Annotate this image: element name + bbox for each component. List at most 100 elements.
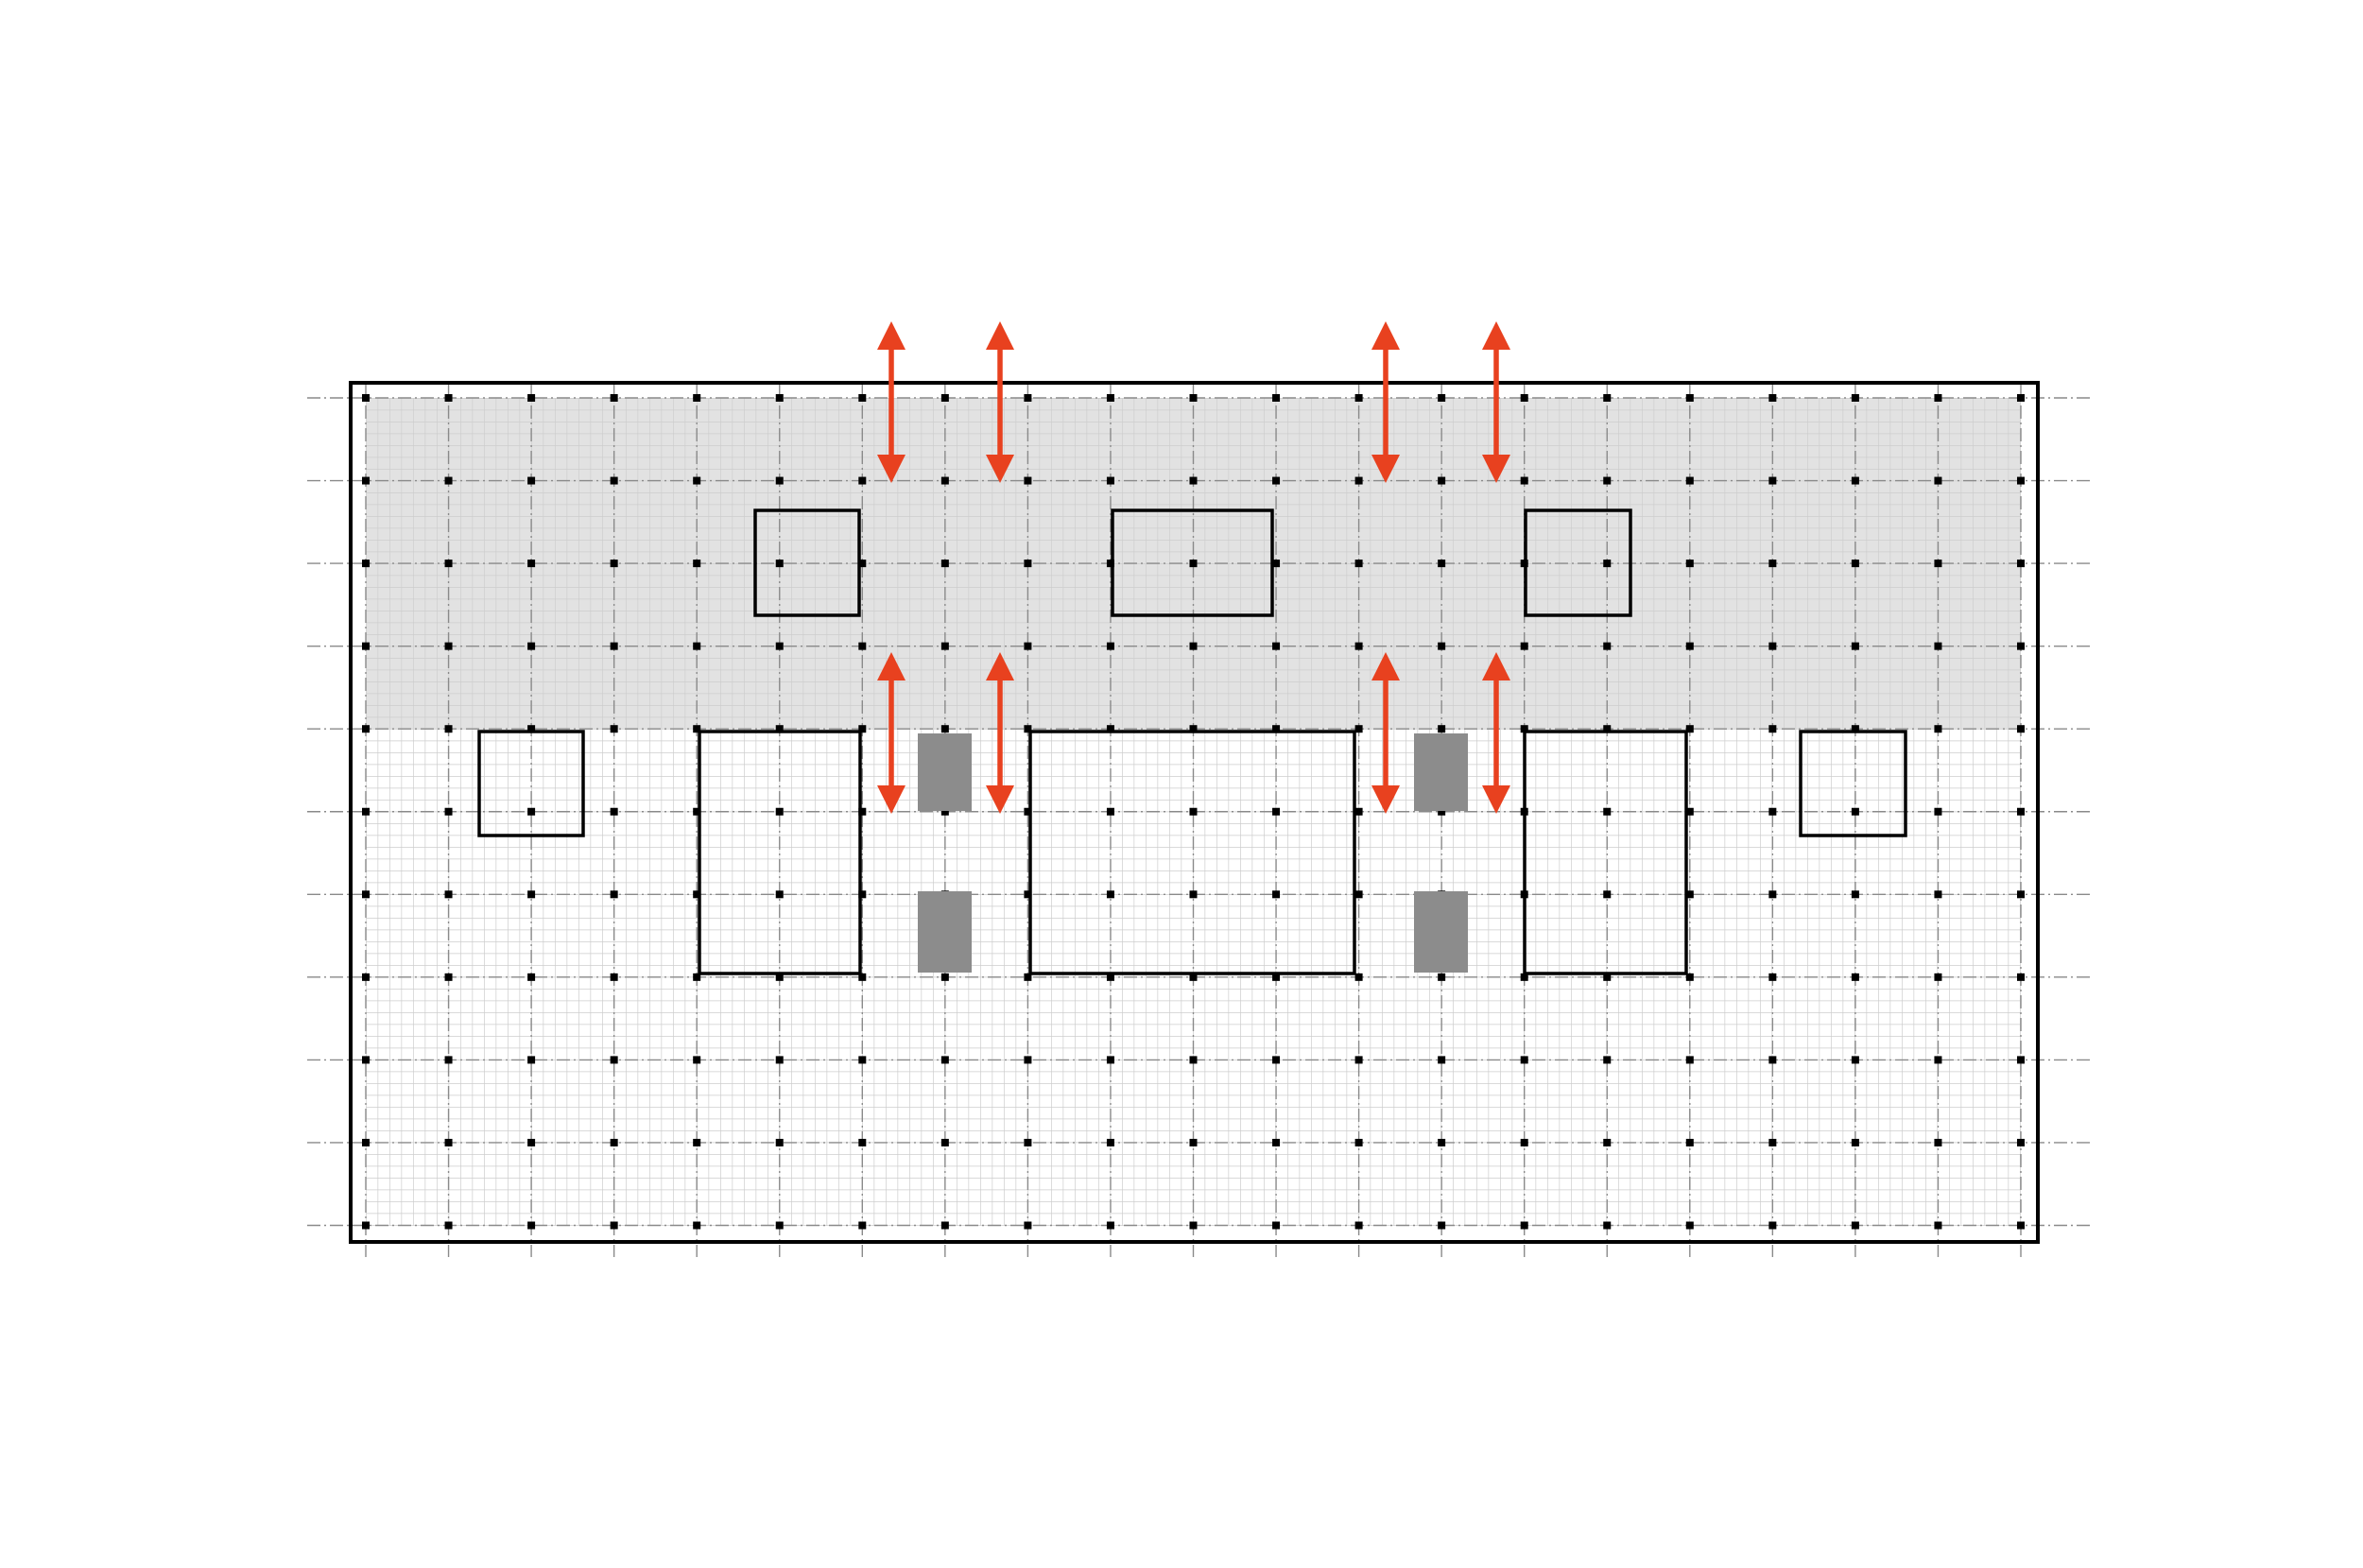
- grid-point: [775, 1221, 784, 1230]
- grid-point: [610, 725, 618, 733]
- grid-point: [775, 807, 784, 816]
- grid-point: [940, 642, 949, 650]
- grid-point: [858, 1056, 867, 1064]
- room-block: [1111, 508, 1274, 617]
- arrow-head-up: [1371, 652, 1400, 681]
- grid-point: [1106, 1138, 1114, 1146]
- grid-point: [444, 973, 453, 981]
- grid-point: [1272, 973, 1281, 981]
- grid-point: [858, 807, 867, 816]
- grid-point: [1354, 1138, 1363, 1146]
- grid-point: [1520, 476, 1528, 485]
- grid-point: [1272, 807, 1281, 816]
- grid-point: [362, 1056, 370, 1064]
- grid-point: [1768, 476, 1777, 485]
- grid-point: [362, 642, 370, 650]
- grid-point: [610, 890, 618, 899]
- grid-point: [527, 1056, 536, 1064]
- grid-point: [1354, 560, 1363, 568]
- grid-point: [1438, 560, 1446, 568]
- grid-point: [1106, 725, 1114, 733]
- grid-point: [1934, 973, 1942, 981]
- grid-point: [1934, 642, 1942, 650]
- grid-point: [527, 476, 536, 485]
- arrow-head-down: [1482, 455, 1510, 483]
- axis-lines: [307, 383, 2091, 1257]
- grid-point: [362, 1138, 370, 1146]
- grid-points: [362, 394, 2025, 1230]
- grid-point: [1024, 1221, 1032, 1230]
- grid-point: [1768, 1056, 1777, 1064]
- grid-point: [1603, 560, 1612, 568]
- double-headed-vertical-arrow-icon: [877, 652, 906, 814]
- grid-point: [858, 973, 867, 981]
- grid-point: [2017, 394, 2025, 402]
- grid-point: [1106, 394, 1114, 402]
- grid-point: [858, 394, 867, 402]
- grid-point: [1354, 476, 1363, 485]
- grid-point: [1520, 1138, 1528, 1146]
- grid-point: [1851, 807, 1859, 816]
- grid-point: [2017, 725, 2025, 733]
- grid-point: [527, 890, 536, 899]
- grid-point: [610, 807, 618, 816]
- grid-point: [1354, 394, 1363, 402]
- grid-point: [1272, 642, 1281, 650]
- arrow-head-up: [1482, 652, 1510, 681]
- arrow-head-up: [1482, 321, 1510, 350]
- double-headed-vertical-arrow-icon: [1371, 321, 1400, 483]
- grid-point: [1685, 890, 1694, 899]
- grid-point: [362, 476, 370, 485]
- grid-point: [1189, 1056, 1198, 1064]
- grid-point: [1934, 394, 1942, 402]
- grid-point: [1851, 394, 1859, 402]
- grid-point: [693, 725, 701, 733]
- grid-point: [693, 394, 701, 402]
- grid-point: [1106, 560, 1114, 568]
- grid-point: [1851, 973, 1859, 981]
- arrow-head-up: [877, 321, 906, 350]
- grid-point: [693, 890, 701, 899]
- grid-point: [1024, 1056, 1032, 1064]
- grid-point: [1685, 725, 1694, 733]
- grid-point: [1603, 725, 1612, 733]
- grid-point: [1851, 1056, 1859, 1064]
- grid-point: [610, 1221, 618, 1230]
- grid-point: [1768, 394, 1777, 402]
- grid-point: [1438, 476, 1446, 485]
- grid-point: [1685, 1221, 1694, 1230]
- grid-point: [1189, 642, 1198, 650]
- building-outline: [349, 381, 2040, 1244]
- grid-point: [1189, 560, 1198, 568]
- grid-point: [527, 1138, 536, 1146]
- grid-point: [2017, 973, 2025, 981]
- grid-point: [1024, 642, 1032, 650]
- grid-point: [444, 890, 453, 899]
- grid-point: [1106, 1056, 1114, 1064]
- grid-point: [444, 807, 453, 816]
- structural-column: [1414, 733, 1468, 811]
- grid-point: [1934, 807, 1942, 816]
- grid-point: [1106, 890, 1114, 899]
- grid-point: [362, 560, 370, 568]
- grid-point: [1438, 807, 1446, 816]
- grid-point: [1768, 1138, 1777, 1146]
- grid-point: [775, 560, 784, 568]
- grid-point: [1438, 725, 1446, 733]
- grid-point: [1438, 1056, 1446, 1064]
- grid-point: [1189, 394, 1198, 402]
- grid-point: [775, 973, 784, 981]
- grid-point: [858, 725, 867, 733]
- grid-point: [527, 642, 536, 650]
- grid-point: [1520, 973, 1528, 981]
- arrow-head-up: [877, 652, 906, 681]
- grid-point: [1106, 807, 1114, 816]
- arrow-head-down: [877, 785, 906, 814]
- grid-point: [2017, 1221, 2025, 1230]
- grid-point: [1189, 973, 1198, 981]
- room-block: [1028, 730, 1356, 975]
- grid-point: [1603, 476, 1612, 485]
- room-block: [477, 730, 585, 837]
- grid-point: [858, 642, 867, 650]
